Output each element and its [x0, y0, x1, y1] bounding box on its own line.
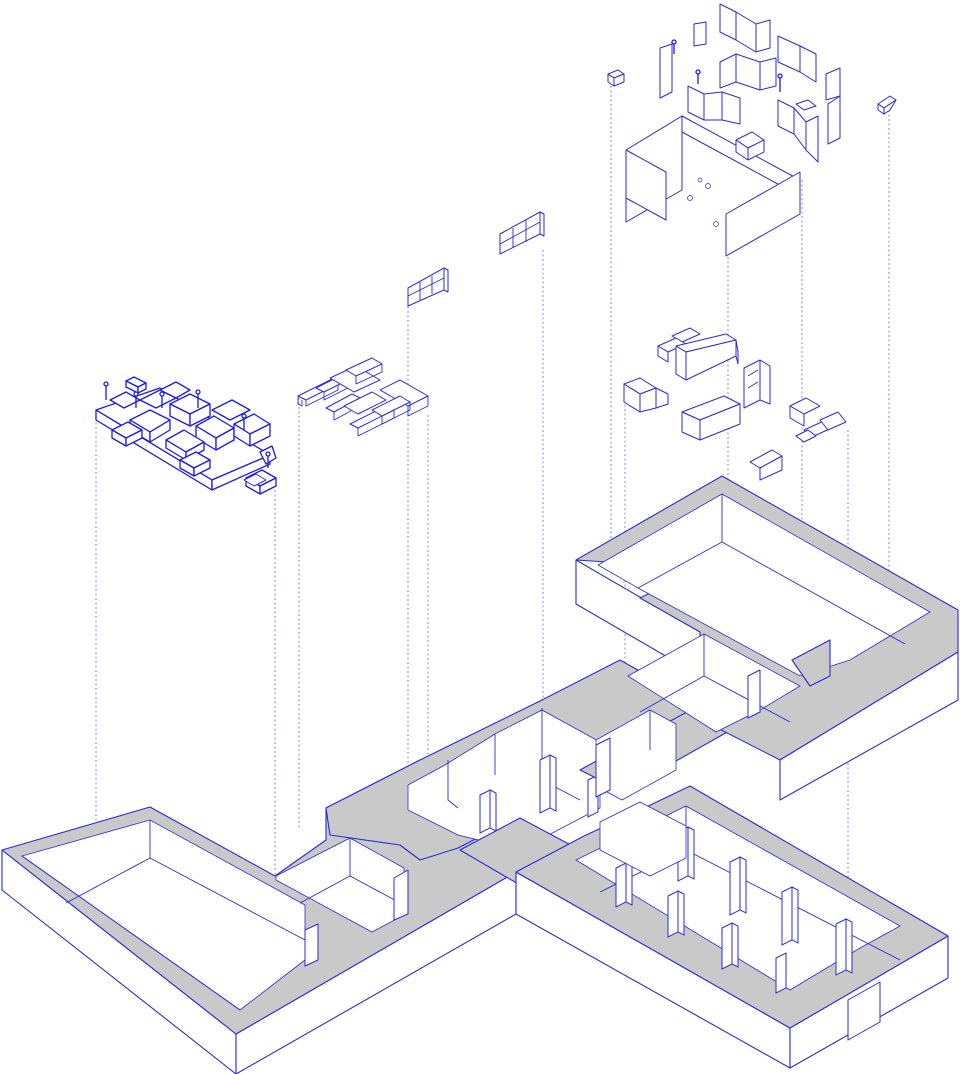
bench-tables [297, 357, 429, 437]
upper-room-door-jamb [747, 669, 761, 719]
upper-corner-slab [791, 639, 831, 687]
column-h [721, 922, 733, 970]
shelf-unit-2 [499, 211, 545, 255]
building-shell [1, 475, 959, 1074]
corner-objects [243, 69, 897, 487]
floating-box-2 [243, 473, 267, 487]
panel-3 [693, 21, 707, 47]
room-partitions [625, 115, 801, 257]
panel-8 [825, 67, 841, 101]
sculpture-chair [795, 429, 817, 443]
screen-panels [659, 3, 841, 163]
column-i [781, 886, 793, 946]
upper-right-side-wall [779, 651, 959, 801]
panel-7 [777, 99, 795, 135]
left-room-door-jamb [304, 923, 319, 967]
cluster-block-7 [211, 399, 251, 421]
panel-stool [795, 99, 817, 111]
partition-front-wall [625, 149, 667, 221]
display-furniture-cluster [95, 376, 277, 495]
column-g [729, 856, 741, 916]
right-lower-wing [515, 785, 949, 1069]
column-k [835, 918, 847, 976]
column-b [539, 754, 551, 814]
upper-right-wing [575, 475, 959, 801]
sculpture-tower [743, 359, 761, 409]
column-a [479, 789, 491, 834]
column-d [615, 862, 627, 908]
panel-4 [719, 53, 737, 89]
panel-6 [687, 85, 705, 121]
lower-middle-floor [599, 801, 687, 877]
middle-door-jamb [595, 737, 611, 798]
panel-1 [719, 3, 737, 41]
sculpture-screen-3 [819, 411, 847, 431]
middle-rooms [579, 704, 739, 877]
small-room-door-jamb [393, 869, 409, 921]
column-f [667, 890, 679, 938]
shelf-unit-1 [407, 267, 449, 307]
partition-right-wall [725, 171, 801, 257]
panel-2 [777, 35, 801, 73]
central-corridor [325, 659, 701, 886]
bench-7 [343, 391, 387, 415]
panel-9 [827, 95, 841, 145]
column-j [775, 952, 787, 994]
sculptural-pieces [623, 327, 847, 481]
gallery-door [847, 981, 881, 1041]
panel-5 [659, 43, 673, 99]
